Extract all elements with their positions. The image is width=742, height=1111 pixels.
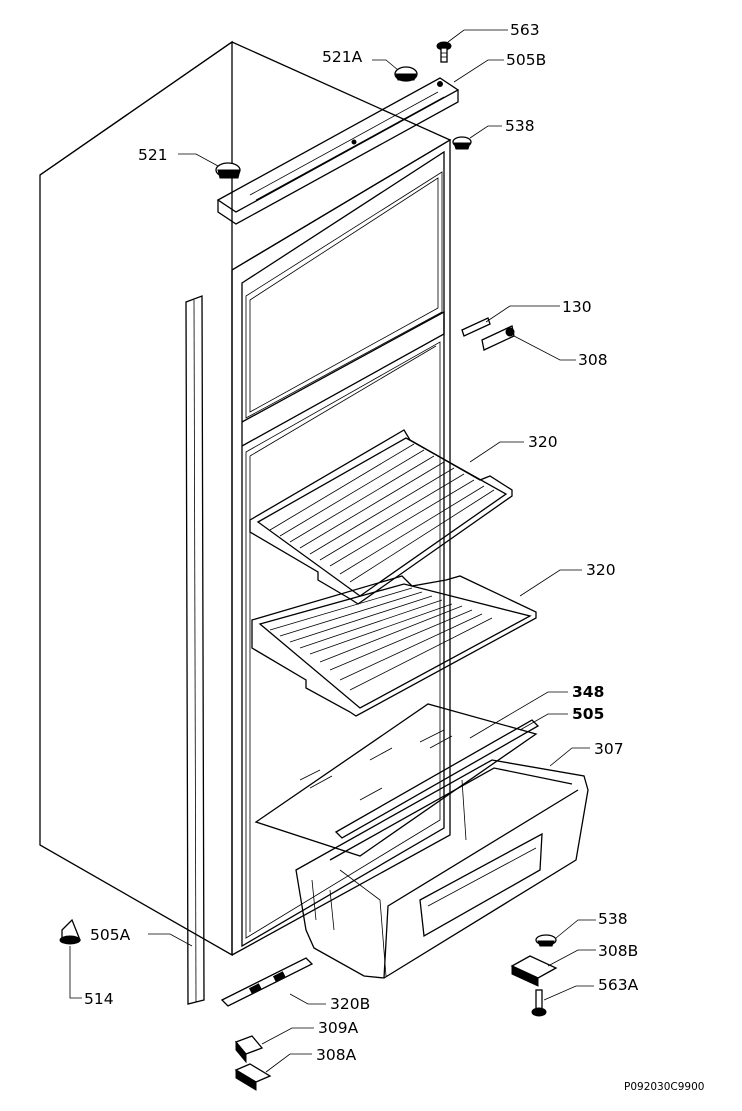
- label-308B: 308B: [598, 942, 638, 960]
- label-130: 130: [562, 298, 592, 316]
- cap-521-part: [215, 162, 241, 179]
- part-labels: 563 521A 505B 538 521 130 308 320 320 34…: [84, 21, 704, 1093]
- foot-514-part: [59, 918, 81, 945]
- glass-plate: [254, 703, 538, 857]
- screw-563A-part: [531, 989, 547, 1017]
- label-307: 307: [594, 740, 624, 758]
- label-505: 505: [572, 705, 604, 723]
- label-309A: 309A: [318, 1019, 359, 1037]
- bracket-308B-part: [510, 955, 558, 987]
- label-320B: 320B: [330, 995, 370, 1013]
- label-521A: 521A: [322, 48, 363, 66]
- bracket-309A-part: [234, 1035, 264, 1064]
- label-563: 563: [510, 21, 540, 39]
- crisper-drawer: [295, 759, 589, 979]
- screw-563-part: [436, 41, 452, 63]
- washer-538-bottom-part: [535, 934, 557, 947]
- label-320-upper: 320: [528, 433, 558, 451]
- lower-wire-shelf: [251, 575, 537, 717]
- top-hinge-plate: [216, 77, 460, 225]
- upper-wire-shelf: [249, 429, 513, 605]
- label-320-lower: 320: [586, 561, 616, 579]
- label-514: 514: [84, 990, 114, 1008]
- bracket-130-308-part: [461, 317, 515, 351]
- label-308A: 308A: [316, 1046, 357, 1064]
- cabinet-body: [39, 40, 452, 957]
- drawing-code: P092030C9900: [624, 1081, 704, 1093]
- bracket-308A-part: [234, 1063, 272, 1091]
- rail-320B-part: [220, 957, 314, 1007]
- label-505B: 505B: [506, 51, 546, 69]
- label-538-bottom: 538: [598, 910, 628, 928]
- leader-lines: [69, 29, 596, 1073]
- label-521: 521: [138, 146, 168, 164]
- label-563A: 563A: [598, 976, 639, 994]
- label-538-top: 538: [505, 117, 535, 135]
- label-348: 348: [572, 683, 604, 701]
- washer-538-top-part: [452, 136, 472, 150]
- cap-521A-part: [394, 66, 418, 82]
- rail-505: [334, 719, 540, 839]
- door-seal-strip: [185, 295, 205, 1005]
- label-505A: 505A: [90, 926, 131, 944]
- label-308: 308: [578, 351, 608, 369]
